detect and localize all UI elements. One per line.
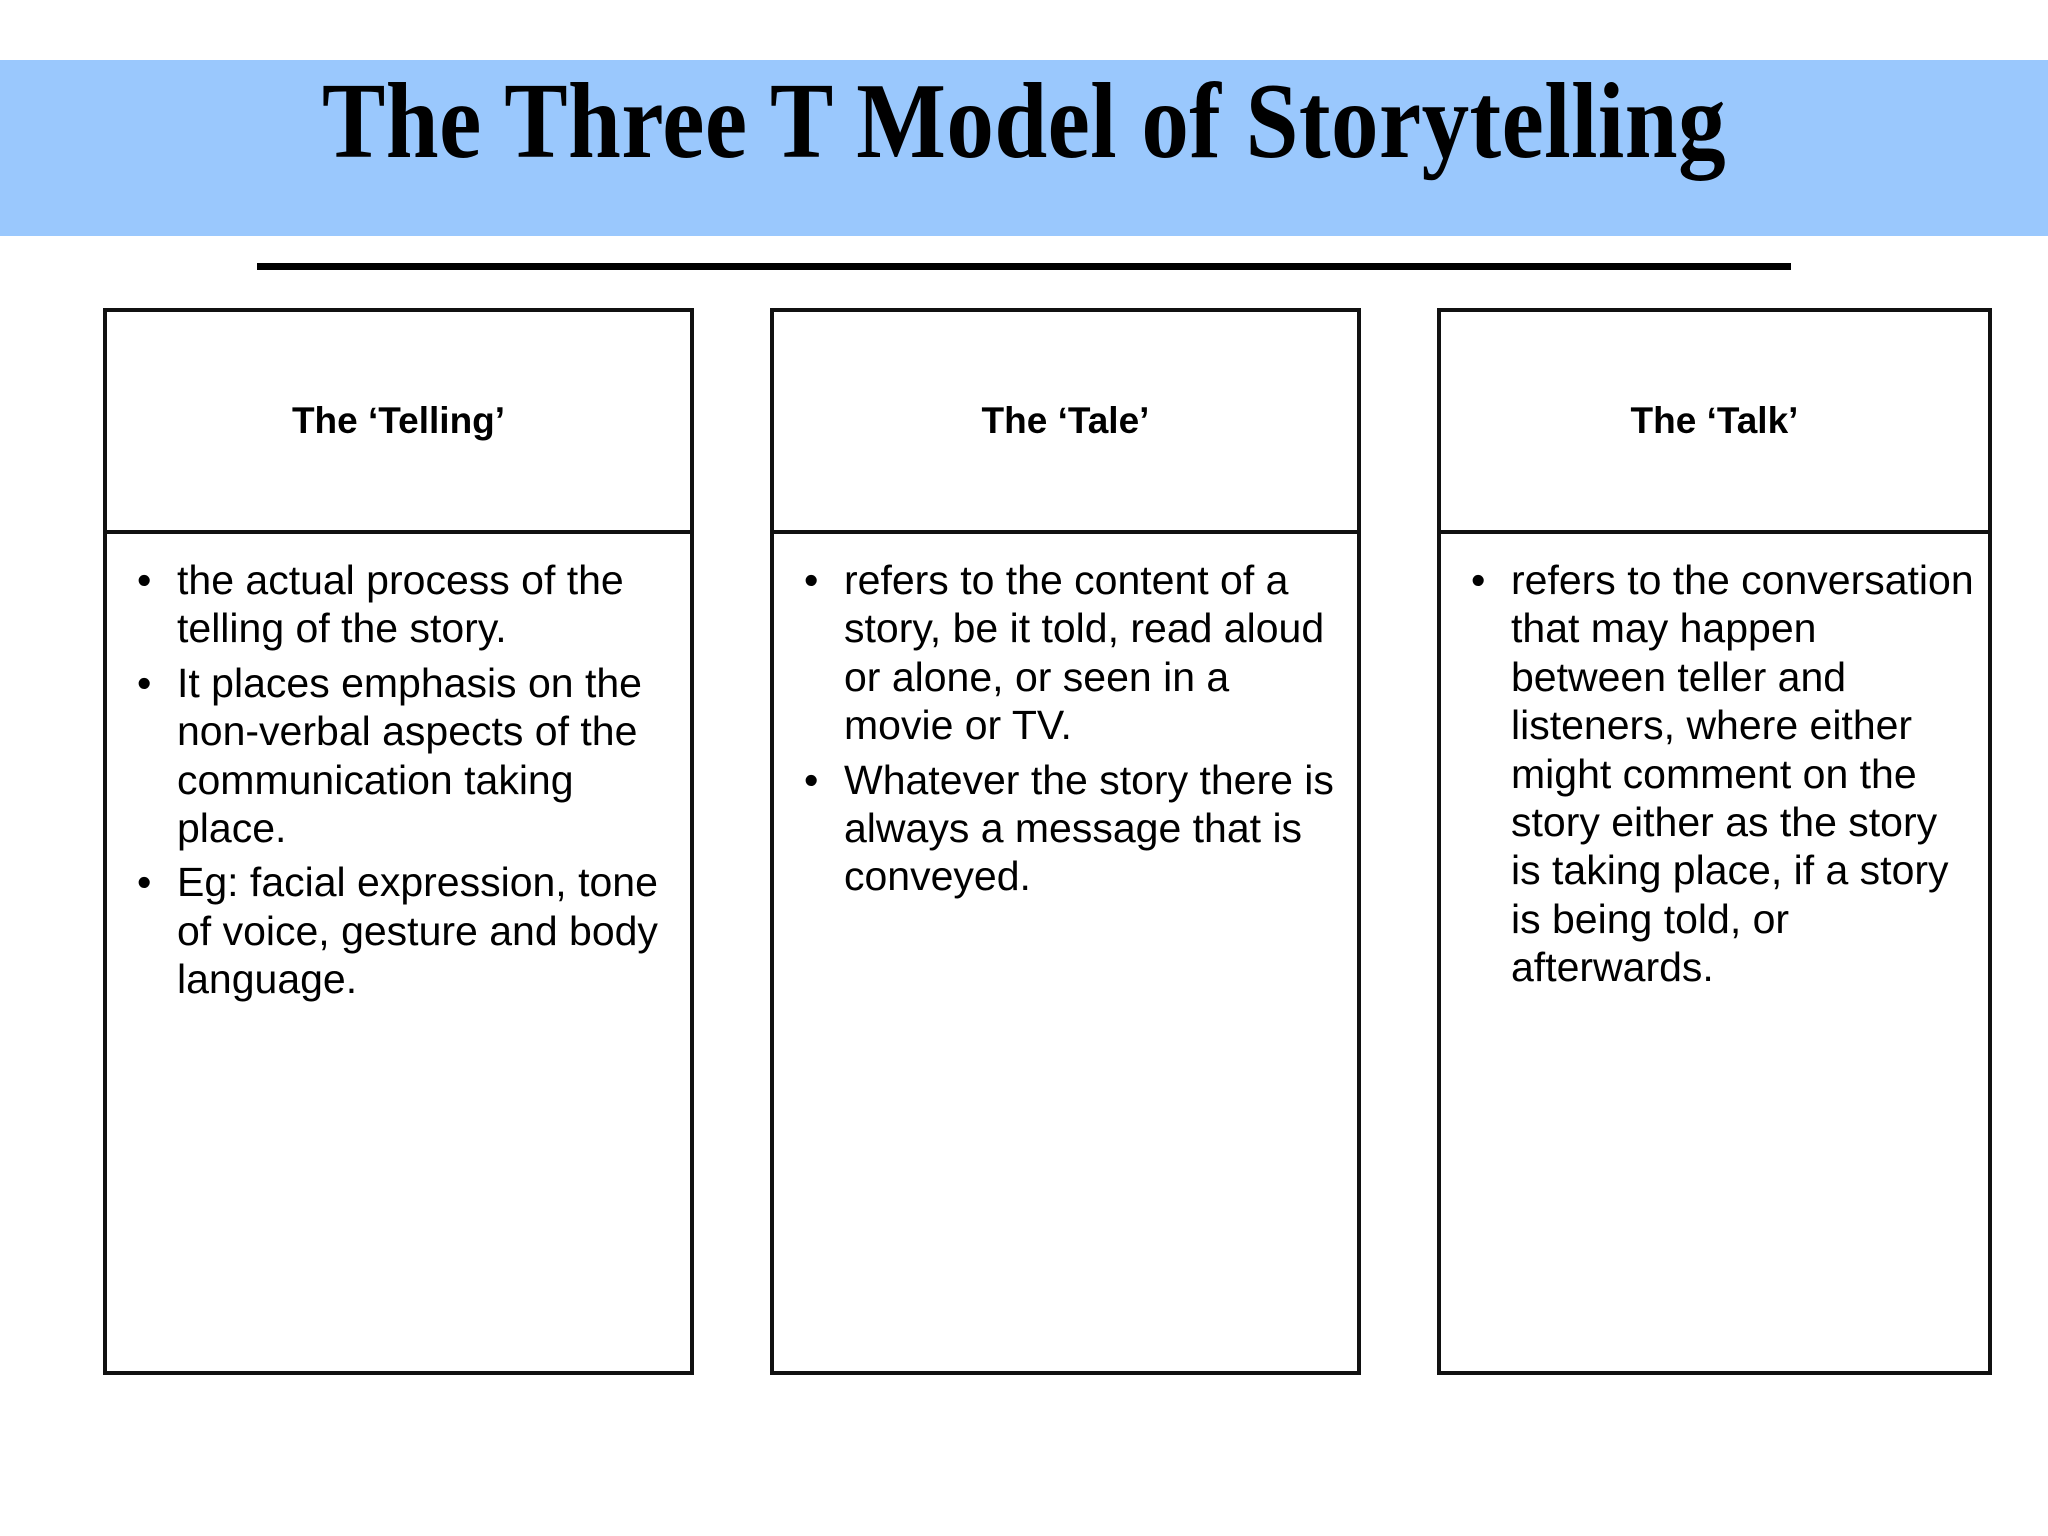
column-talk: The ‘Talk’ • refers to the conversation …: [1437, 308, 1992, 1375]
column-title-telling: The ‘Telling’: [291, 399, 506, 441]
bullet-list-telling: • the actual process of the telling of t…: [125, 556, 676, 1003]
bullet-icon: •: [137, 557, 152, 603]
list-item: • It places emphasis on the non-verbal a…: [125, 659, 676, 853]
list-item: • Eg: facial expression, tone of voice, …: [125, 858, 676, 1003]
page-title: The Three T Model of Storytelling: [321, 62, 1727, 181]
list-item: • the actual process of the telling of t…: [125, 556, 676, 653]
bullet-list-talk: • refers to the conversation that may ha…: [1459, 556, 1974, 991]
list-item: • refers to the conversation that may ha…: [1459, 556, 1974, 991]
bullet-icon: •: [137, 859, 152, 906]
column-tale: The ‘Tale’ • refers to the content of a …: [770, 308, 1361, 1375]
column-title-talk: The ‘Talk’: [1630, 399, 1799, 441]
column-body-tale: • refers to the content of a story, be i…: [774, 534, 1357, 1371]
column-header-tale: The ‘Tale’: [774, 312, 1357, 534]
bullet-icon: •: [137, 659, 152, 706]
title-underline: [257, 263, 1791, 270]
column-header-talk: The ‘Talk’: [1441, 312, 1988, 534]
column-body-telling: • the actual process of the telling of t…: [107, 534, 690, 1371]
column-title-tale: The ‘Tale’: [981, 399, 1150, 441]
title-banner: The Three T Model of Storytelling: [0, 60, 2048, 270]
list-item: • refers to the content of a story, be i…: [792, 556, 1343, 750]
column-telling: The ‘Telling’ • the actual process of th…: [103, 308, 694, 1375]
list-item-text: refers to the conversation that may happ…: [1511, 557, 1974, 990]
list-item: • Whatever the story there is always a m…: [792, 756, 1343, 901]
list-item-text: the actual process of the telling of the…: [177, 557, 624, 652]
column-body-talk: • refers to the conversation that may ha…: [1441, 534, 1988, 1371]
list-item-text: Eg: facial expression, tone of voice, ge…: [177, 859, 658, 1002]
list-item-text: refers to the content of a story, be it …: [844, 557, 1325, 749]
bullet-list-tale: • refers to the content of a story, be i…: [792, 556, 1343, 901]
bullet-icon: •: [804, 557, 819, 603]
list-item-text: Whatever the story there is always a mes…: [844, 756, 1334, 900]
bullet-icon: •: [1471, 557, 1486, 603]
bullet-icon: •: [804, 756, 819, 803]
list-item-text: It places emphasis on the non-verbal asp…: [177, 659, 642, 851]
column-header-telling: The ‘Telling’: [107, 312, 690, 534]
